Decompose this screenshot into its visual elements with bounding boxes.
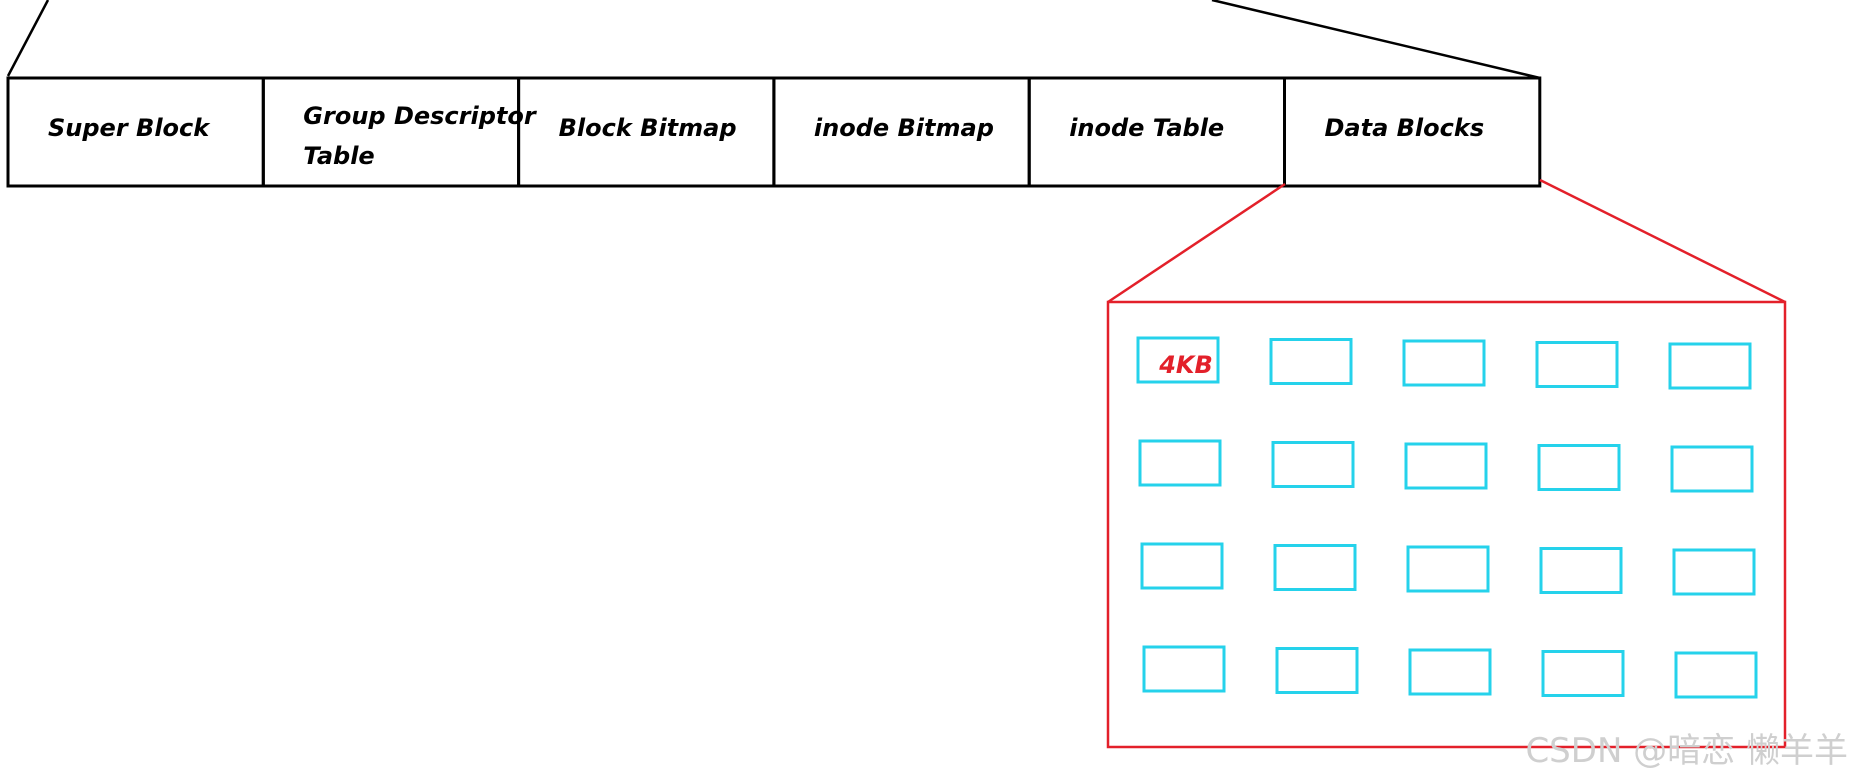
data-block-2-2 [1406,545,1490,593]
data-block-1-3 [1537,444,1621,491]
zoom-line-detail-left [1107,182,1286,304]
data-block-1-4 [1670,445,1754,493]
zoom-line-right [1211,0,1541,80]
segment-label-1-0: Group Descriptor [303,102,538,130]
data-block-3-2 [1408,648,1492,696]
data-block-2-3 [1539,547,1623,594]
segment-label-3-0: inode Bitmap [814,114,994,142]
segment-box-1 [261,76,521,188]
data-block-0-0 [1136,336,1220,384]
watermark: CSDN @暗恋 懒羊羊 [1525,731,1848,771]
block-size-label: 4KB [1158,351,1213,379]
data-block-2-1 [1273,544,1357,591]
data-block-1-1 [1271,441,1355,488]
data-block-3-1 [1275,647,1359,694]
data-block-3-0 [1142,645,1226,693]
segment-box-5 [1283,76,1542,188]
data-block-3-4 [1674,651,1758,699]
data-block-0-3 [1535,341,1619,388]
segment-label-0-0: Super Block [48,114,211,142]
data-block-0-2 [1402,339,1486,387]
data-block-0-4 [1668,342,1752,390]
data-block-2-0 [1140,542,1224,590]
zoom-line-left [6,0,50,77]
segment-label-4-0: inode Table [1069,114,1224,142]
data-block-3-3 [1541,650,1625,697]
zoom-line-detail-right [1539,178,1786,304]
data-block-1-2 [1404,442,1488,490]
data-block-2-4 [1672,548,1756,596]
data-block-0-1 [1269,338,1353,385]
segment-label-2-0: Block Bitmap [559,114,737,142]
data-block-1-0 [1138,439,1222,487]
segment-label-5-0: Data Blocks [1325,114,1485,142]
data-blocks-detail-box [1106,300,1787,749]
segment-label-1-1: Table [303,142,374,170]
data-block-grid [1136,336,1758,699]
